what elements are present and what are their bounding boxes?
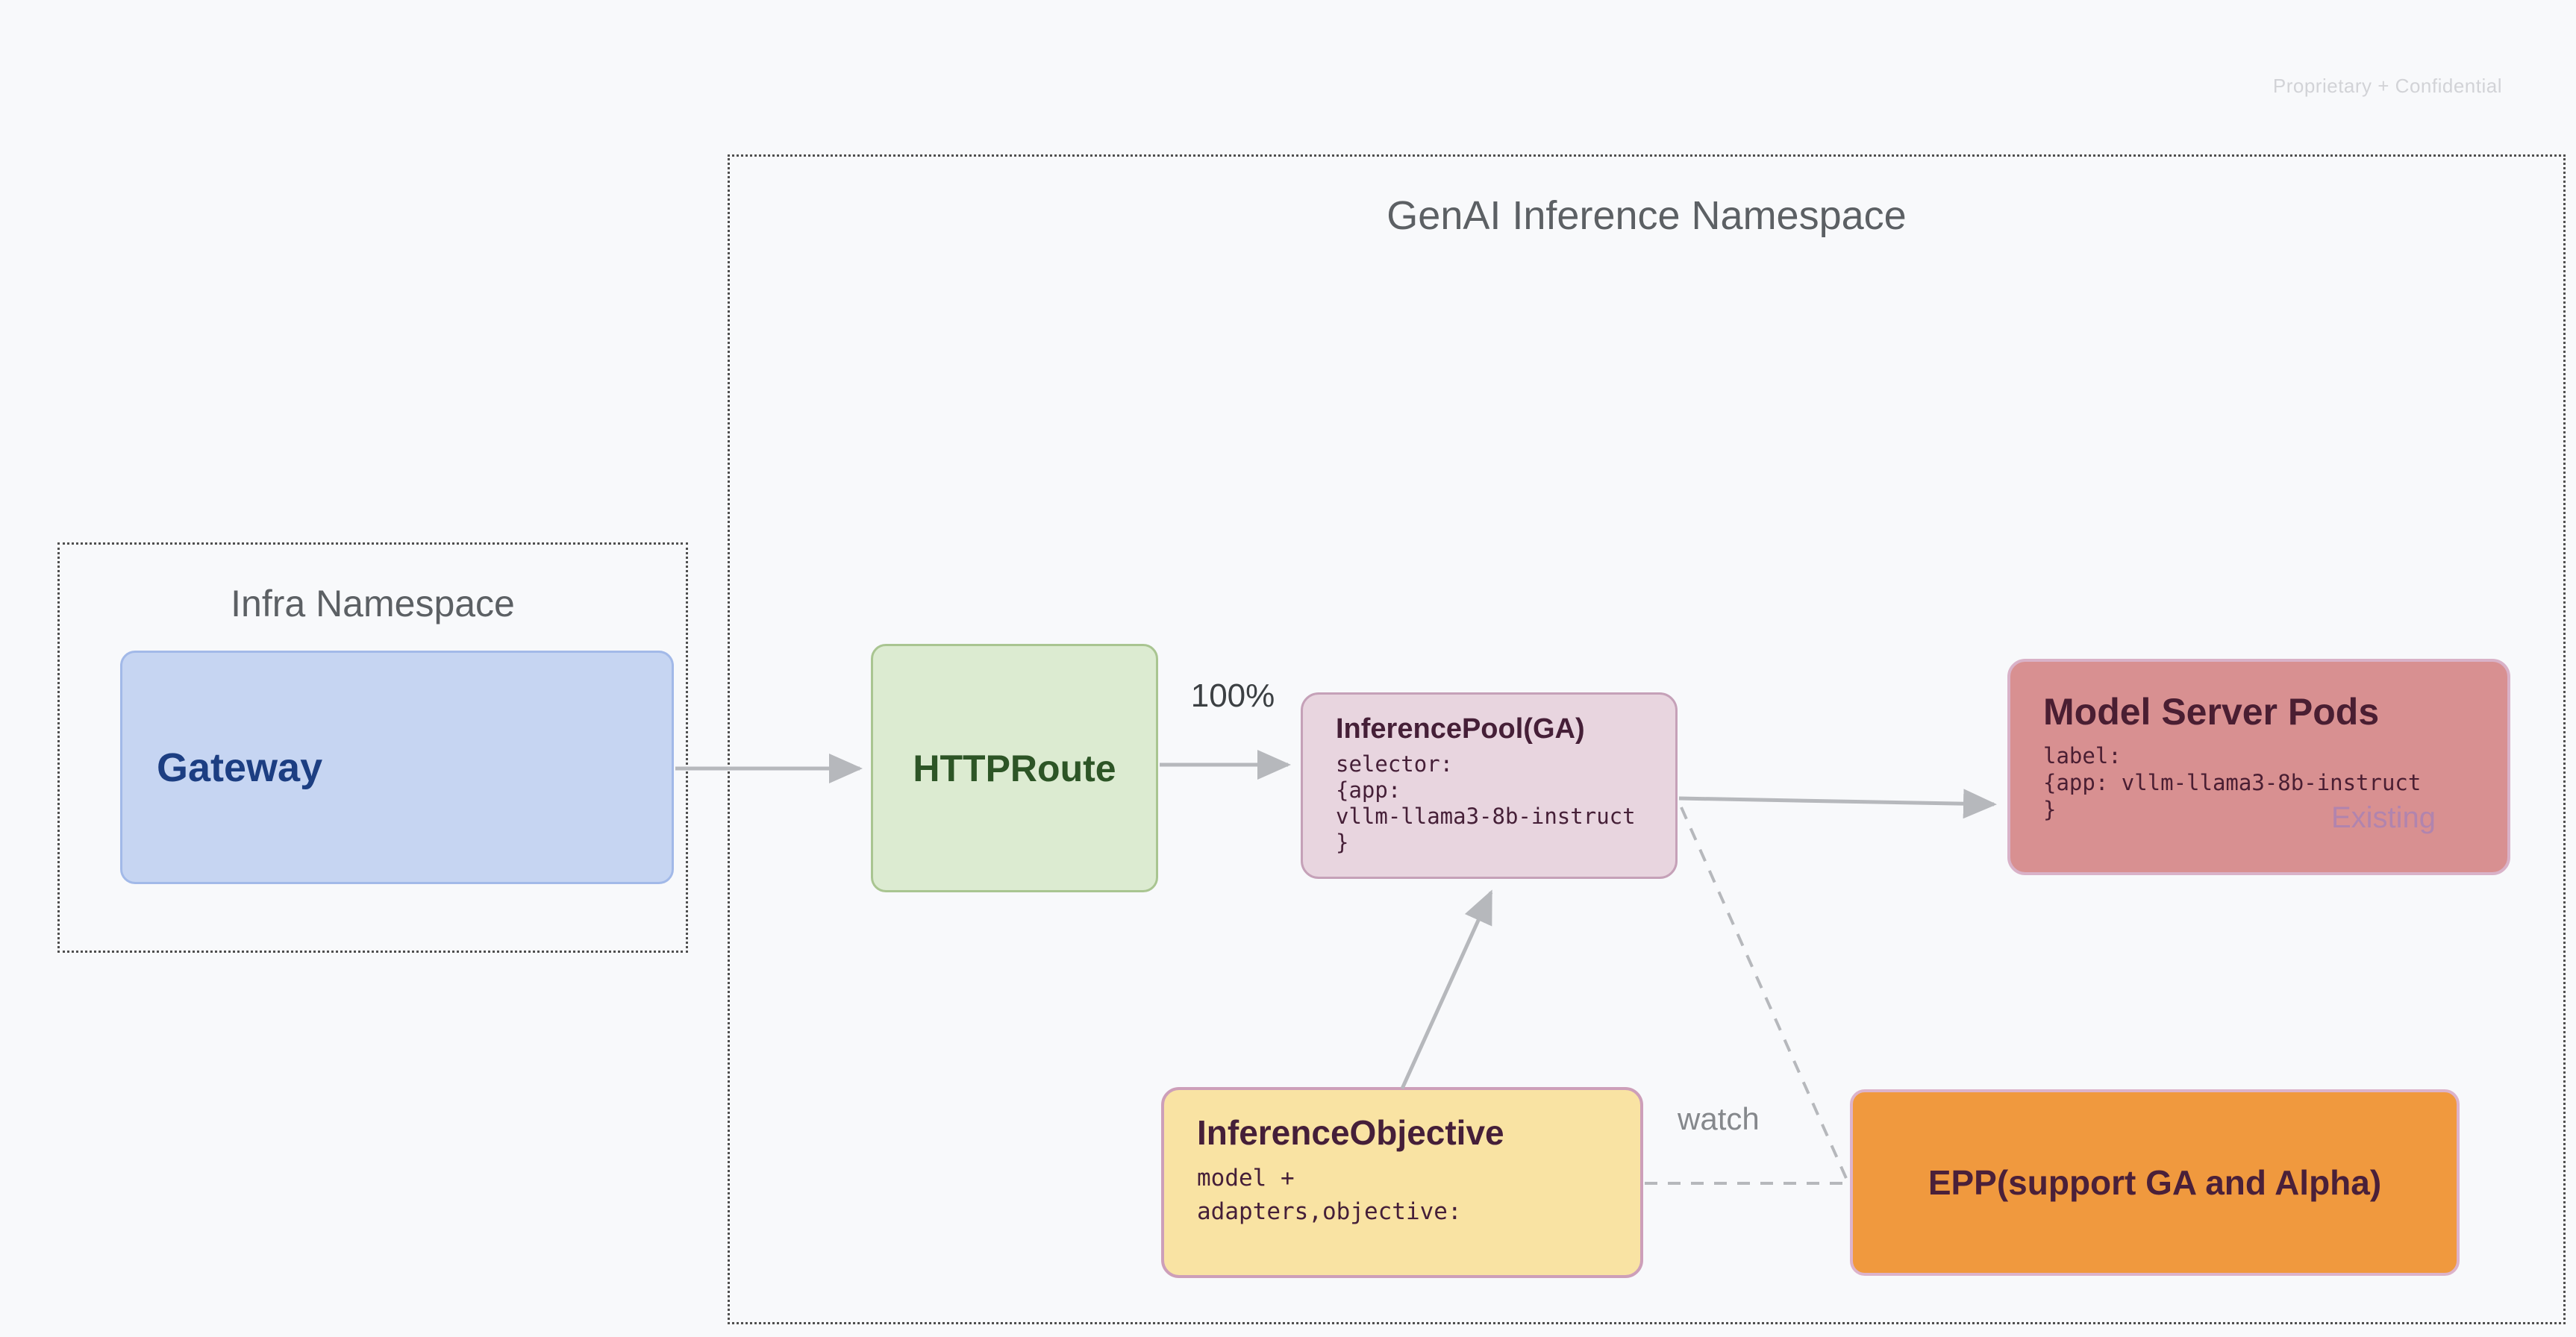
code-line: {app:	[1336, 777, 1401, 803]
gateway-title: Gateway	[157, 745, 323, 790]
node-inference-pool: InferencePool(GA) selector: {app: vllm-l…	[1301, 692, 1678, 879]
inference-objective-title: InferenceObjective	[1197, 1113, 1504, 1152]
code-line: label:	[2043, 743, 2122, 768]
node-epp: EPP(support GA and Alpha)	[1850, 1089, 2460, 1276]
edge-label-watch: watch	[1678, 1101, 1760, 1136]
code-line: {app: vllm-llama3-8b-instruct	[2043, 770, 2422, 795]
code-line: }	[2043, 797, 2057, 822]
code-line: selector:	[1336, 751, 1454, 777]
genai-namespace-box: GenAI Inference Namespace	[728, 154, 2566, 1324]
edge-label-100-percent: 100%	[1190, 677, 1275, 714]
code-line: adapters,objective:	[1197, 1198, 1462, 1225]
inference-pool-selector-code: selector: {app: vllm-llama3-8b-instruct …	[1336, 751, 1657, 856]
infra-namespace-box: Infra Namespace	[57, 542, 688, 953]
infra-namespace-title: Infra Namespace	[231, 583, 515, 624]
confidential-note: Proprietary + Confidential	[2272, 75, 2502, 97]
node-gateway: Gateway	[120, 651, 674, 884]
epp-title: EPP(support GA and Alpha)	[1928, 1163, 2382, 1202]
inference-pool-title: InferencePool(GA)	[1336, 713, 1585, 745]
code-line: }	[1336, 830, 1349, 855]
model-server-pods-label-code: label: {app: vllm-llama3-8b-instruct }	[2043, 742, 2489, 823]
model-server-pods-title: Model Server Pods	[2043, 691, 2380, 733]
inference-objective-code: model + adapters,objective:	[1197, 1162, 1622, 1229]
code-line: vllm-llama3-8b-instruct	[1336, 804, 1636, 829]
node-inference-objective: InferenceObjective model + adapters,obje…	[1161, 1087, 1643, 1278]
httproute-title: HTTPRoute	[913, 747, 1116, 789]
code-line: model +	[1197, 1165, 1295, 1192]
existing-status-note: Existing	[2330, 801, 2436, 834]
node-model-server-pods: Model Server Pods label: {app: vllm-llam…	[2007, 659, 2510, 875]
node-httproute: HTTPRoute	[871, 644, 1158, 892]
genai-namespace-title: GenAI Inference Namespace	[1387, 193, 1907, 238]
